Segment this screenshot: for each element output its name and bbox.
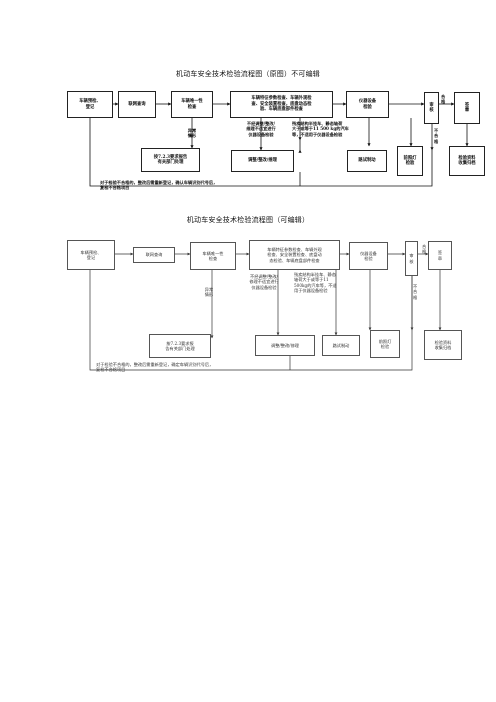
step-unique-check[interactable]: 车辆唯一性 检查 — [190, 242, 236, 270]
diagram-title-editable: 机动车安全技术检验流程图（可编辑） — [186, 216, 310, 224]
label-special-vehicles: 残疾结构半挂车、静态 轴荷大于或等于11 500kg的汽车等，不适 用于仪器设备… — [294, 272, 337, 293]
step-instrument-test: 仪器设备 检验 — [346, 91, 389, 118]
label-fail: 不合格 — [413, 284, 418, 300]
label-fail: 不合格 — [434, 128, 439, 144]
step-adjust[interactable]: 调整/整改/修理 — [255, 335, 315, 356]
label-pass: 合格 — [441, 94, 446, 105]
diagram-title: 机动车安全技术检验流程图（原图）不可编辑 — [176, 70, 320, 78]
step-review: 审 核 — [424, 92, 439, 124]
step-issue[interactable]: 签 章 — [428, 241, 452, 270]
step-headlight: 前照灯 检验 — [397, 146, 423, 176]
step-archive[interactable]: 检验资料 收集归档 — [424, 330, 462, 360]
step-headlight[interactable]: 前照灯 检验 — [370, 330, 400, 358]
step-instrument-test[interactable]: 仪器设备 检验 — [349, 242, 388, 270]
step-unique-check: 车辆唯一性 检查 — [171, 91, 213, 118]
step-online-query: 联网查询 — [118, 91, 156, 118]
step-archive: 检验资料 收集归档 — [449, 146, 485, 176]
step-feature-check[interactable]: 车辆特征参数检查、车辆外观 检查、安全装置检查、底盘动 态检验、车辆底盘部件检查 — [249, 240, 340, 270]
label-pass: 合格 — [422, 244, 427, 255]
step-register[interactable]: 车辆预检、 登记 — [67, 240, 115, 270]
step-road-test[interactable]: 路试制动 — [322, 335, 360, 356]
step-issue: 签 章 — [454, 92, 480, 124]
label-feedback: 对于检验不合格的，整改后需重新登记，确认车辆识别代号后， 复检不合格项目 — [100, 180, 218, 191]
step-report: 按7.2.3要求报告 有关部门处理 — [141, 148, 200, 172]
label-abnormal: 异常 情形 — [187, 128, 197, 139]
step-road-test: 路试制动 — [347, 150, 387, 172]
step-adjust: 调整/整改/维理 — [231, 150, 294, 172]
label-abnormal: 异常 情形 — [204, 287, 214, 298]
step-report[interactable]: 按7.2.3要求报 告有关部门处理 — [149, 334, 211, 358]
step-review[interactable]: 审 核 — [405, 241, 418, 276]
label-special-vehicles: 残疾结构半挂车、静态轴荷 大于或等于11 500 kg的汽车 等，不适用于仪器设… — [292, 121, 349, 137]
label-no-adjust: 不经调整/整改/ 修理不适宜进行 仪器设备检验 — [249, 274, 279, 290]
step-online-query[interactable]: 联网查询 — [133, 247, 175, 263]
step-feature-check: 车辆特征参数检查、车辆外观检 查、安全装置检查，底盘动态检 验、车辆底盘部件检查 — [230, 91, 333, 118]
step-register: 车辆预检、 登记 — [67, 91, 113, 118]
label-feedback: 对于检验不合格的，整改后需重新登记，确定车辆识别代号后， 复检不合格项目 — [96, 362, 214, 373]
label-no-adjust: 不经调整/整改/ 维理不适宜进行 仪器设备检验 — [246, 121, 276, 137]
